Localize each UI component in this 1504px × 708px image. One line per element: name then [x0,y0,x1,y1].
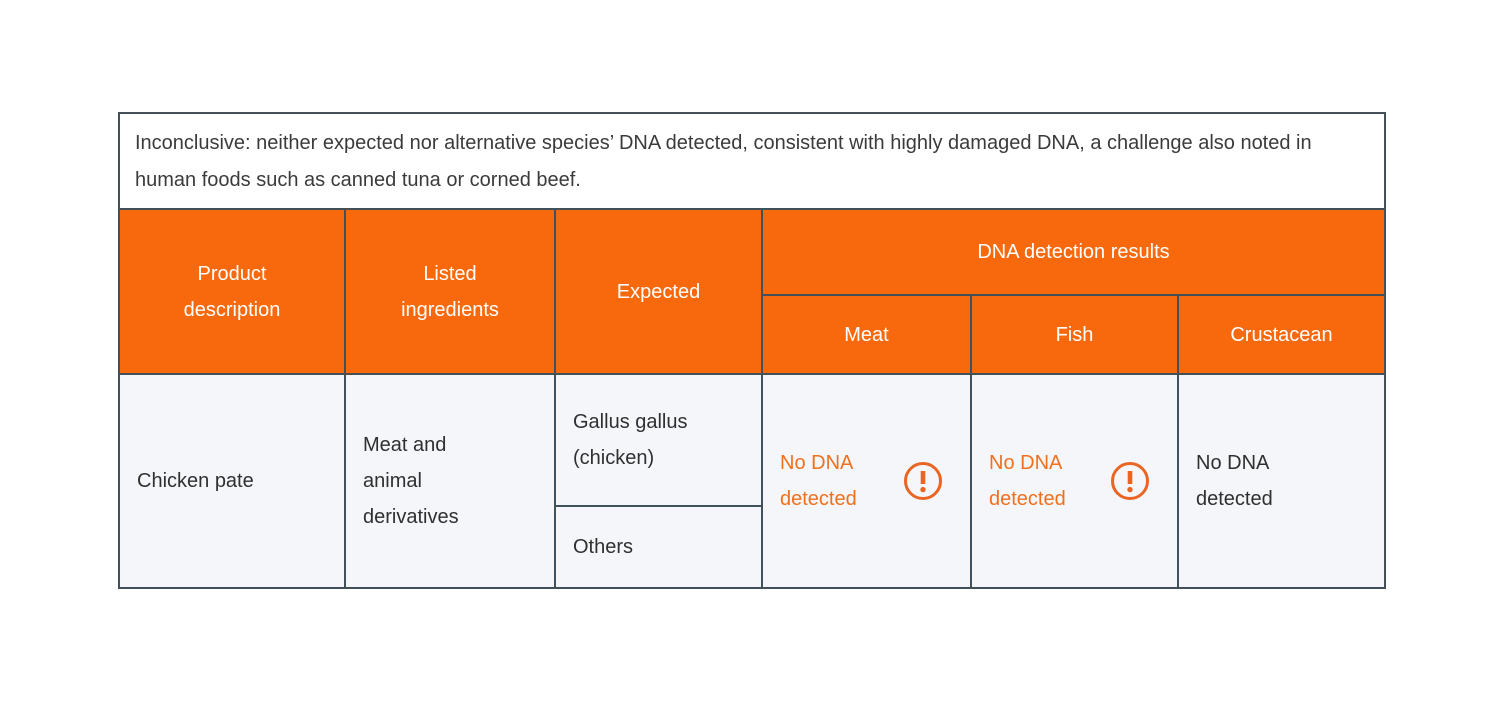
header-crustacean-label: Crustacean [1230,323,1333,346]
cell-meat-result: No DNA detected [763,375,970,587]
expected-others-subcell: Others [556,505,761,587]
header-meat: Meat [763,296,970,373]
header-meat-label: Meat [844,323,889,346]
header-expected: Expected [556,210,761,373]
results-table-section: Inconclusive: neither expected nor alter… [118,112,1386,589]
warning-icon [904,462,942,500]
dna-results-table: Product description Listed ingredients E… [118,208,1386,589]
header-fish-label: Fish [1055,323,1094,346]
header-fish: Fish [972,296,1177,373]
header-dna-detection-results-label: DNA detection results [977,241,1170,263]
fish-result-value: No DNA detected [989,452,1066,510]
expected-species-value: Gallus gallus (chicken) [573,411,688,469]
cell-listed-ingredients: Meat and animal derivatives [346,375,554,587]
expected-others-value: Others [573,536,634,558]
header-dna-detection-results: DNA detection results [763,210,1384,294]
listed-ingredients-value: Meat and animal derivatives [363,434,459,528]
header-product-description: Product description [120,210,344,373]
header-product-description-label: Product description [183,262,281,321]
header-listed-ingredients: Listed ingredients [346,210,554,373]
inconclusive-note-text: Inconclusive: neither expected nor alter… [135,132,1312,191]
cell-product-description: Chicken pate [120,375,344,587]
cell-fish-result: No DNA detected [972,375,1177,587]
product-description-value: Chicken pate [137,470,254,492]
cell-crustacean-result: No DNA detected [1179,375,1384,587]
header-expected-label: Expected [616,280,701,303]
inconclusive-note: Inconclusive: neither expected nor alter… [118,112,1386,210]
cell-expected: Gallus gallus (chicken) Others [556,375,761,587]
header-crustacean: Crustacean [1179,296,1384,373]
meat-result-value: No DNA detected [780,452,857,510]
expected-species-subcell: Gallus gallus (chicken) [556,375,761,505]
header-listed-ingredients-label: Listed ingredients [401,262,499,321]
warning-icon [1111,462,1149,500]
crustacean-result-value: No DNA detected [1196,452,1273,510]
